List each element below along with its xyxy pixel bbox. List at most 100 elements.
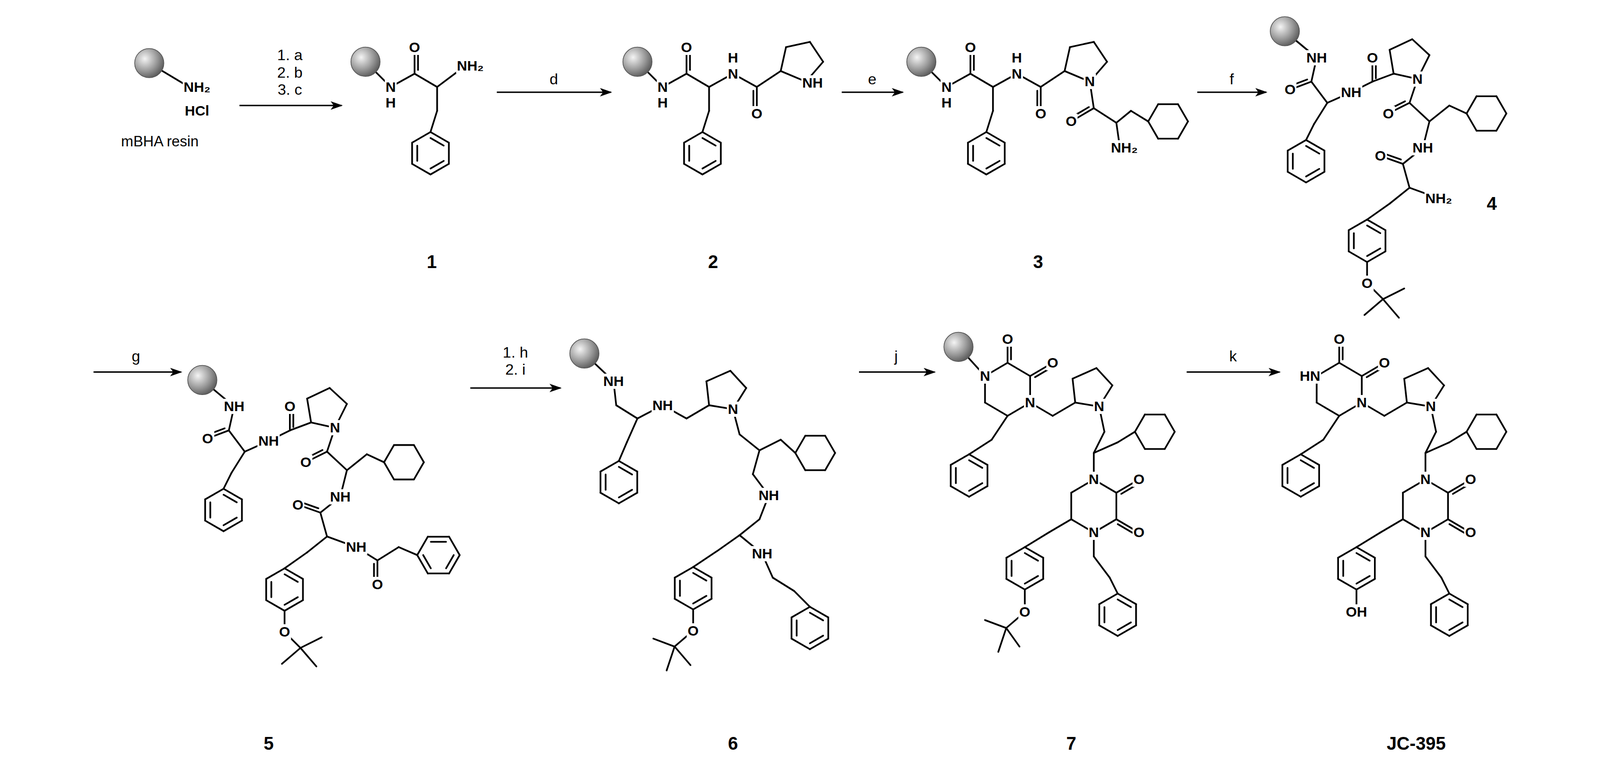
bond-line (968, 486, 988, 497)
bond-line (1356, 547, 1375, 558)
bond-line (1337, 547, 1357, 558)
bond-line (430, 161, 444, 169)
bond-line (1404, 379, 1408, 403)
bond-line (1430, 593, 1450, 605)
bond-line (1347, 230, 1350, 252)
bond-line (825, 435, 836, 453)
bond-line (791, 606, 811, 618)
atom-label: N (384, 79, 398, 95)
reagent-label: f (1228, 71, 1235, 88)
bond-line (1093, 556, 1111, 579)
bond-line (1306, 124, 1315, 141)
bond-line (416, 145, 419, 161)
bond-line (992, 87, 995, 111)
bond-line (1409, 102, 1430, 122)
bond-line (795, 435, 806, 453)
bond-line (1383, 288, 1405, 299)
bond-line (1496, 96, 1507, 114)
atom-label: O (1464, 471, 1477, 488)
bond-line (1093, 442, 1118, 453)
bond-line (1042, 558, 1045, 580)
resin-bead (623, 47, 653, 77)
bond-line (284, 600, 304, 611)
bond-line (759, 439, 781, 451)
bond-line (448, 142, 451, 164)
reagent-label: 2. i (504, 361, 527, 378)
bond-line (377, 547, 399, 561)
reaction-arrow (93, 371, 181, 373)
bond-line (307, 398, 311, 423)
bond-line (739, 434, 760, 451)
resin-bead (187, 365, 217, 396)
bond-line (1040, 71, 1065, 88)
bond-line (972, 145, 975, 161)
bond-line (1300, 486, 1320, 497)
reaction-arrow (497, 91, 612, 93)
bond-line (417, 555, 428, 574)
bond-line (1024, 532, 1049, 548)
bond-line (986, 163, 1005, 175)
bond-line (1157, 137, 1178, 140)
bond-line (809, 41, 823, 62)
bond-line (414, 462, 425, 480)
bond-line (1099, 625, 1118, 636)
reaction-arrow (841, 91, 904, 93)
atom-label: N (1023, 395, 1037, 411)
resin-beads (134, 16, 1300, 395)
atom-label: H (384, 95, 398, 111)
bond-line (1306, 145, 1320, 154)
bond-line (1384, 230, 1387, 252)
compound-number: 3 (1031, 252, 1044, 272)
bond-line (786, 41, 810, 47)
atom-label: O (283, 398, 297, 415)
bond-line (1466, 604, 1469, 626)
bond-line (270, 582, 273, 598)
bond-line (752, 450, 760, 475)
bond-lines (149, 31, 1507, 671)
reagent-label: k (1228, 348, 1239, 365)
compound-number: 1 (425, 252, 438, 272)
atom-label: NH (602, 373, 625, 389)
bond-line (1177, 104, 1188, 122)
bond-line (1300, 454, 1320, 465)
bond-line (1164, 414, 1175, 432)
bond-line (968, 483, 983, 491)
reaction-arrow (470, 387, 561, 389)
atom-label: H (1010, 50, 1023, 66)
bond-line (794, 591, 811, 608)
bond-line (320, 512, 327, 537)
bond-line (1466, 96, 1477, 114)
reaction-arrow (1197, 91, 1267, 93)
bond-line (1282, 486, 1302, 497)
bond-line (616, 405, 638, 419)
bond-line (666, 646, 675, 671)
bond-line (1364, 299, 1384, 316)
bond-line (1103, 607, 1106, 623)
bond-line (412, 163, 431, 175)
bond-line (626, 418, 638, 443)
bond-line (949, 465, 952, 487)
atom-label: N (726, 66, 740, 82)
compound-number: 2 (706, 252, 719, 272)
bond-line (436, 87, 439, 111)
bond-line (223, 517, 237, 526)
bond-line (284, 597, 299, 606)
bond-line (430, 541, 446, 543)
bond-line (209, 502, 212, 518)
bond-line (1430, 625, 1450, 636)
bond-line (720, 142, 723, 164)
bond-line (307, 388, 330, 399)
bond-line (1476, 413, 1497, 416)
bond-line (1052, 402, 1076, 416)
atom-label: H (940, 95, 953, 111)
bond-line (204, 499, 207, 521)
bond-line (693, 567, 712, 578)
bond-line (600, 492, 619, 504)
bond-line (600, 461, 619, 472)
reaction-arrow (1186, 371, 1280, 373)
bond-line (346, 454, 367, 471)
bond-line (329, 388, 347, 405)
resin-bead (569, 339, 600, 369)
bond-line (618, 461, 638, 472)
bond-line (1007, 362, 1031, 377)
